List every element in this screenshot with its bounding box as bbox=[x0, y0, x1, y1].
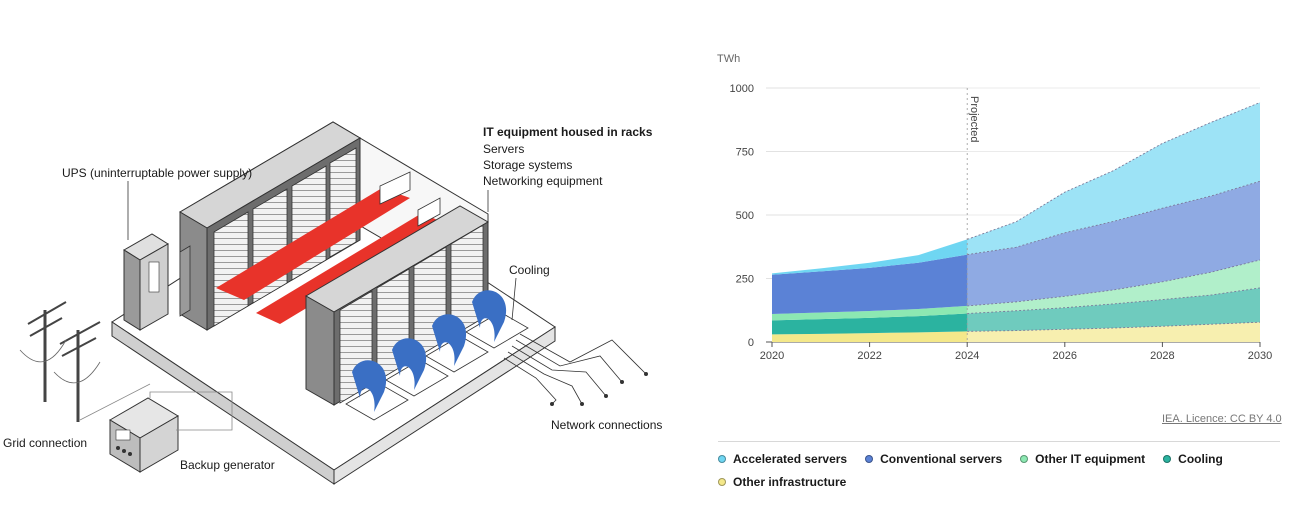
legend-item-other-infrastructure[interactable]: Other infrastructure bbox=[718, 475, 846, 489]
grid-connection-label: Grid connection bbox=[3, 436, 87, 450]
battery-cabinet bbox=[179, 245, 191, 317]
it-item-storage: Storage systems bbox=[483, 158, 572, 172]
y-tick-label: 1000 bbox=[730, 83, 754, 95]
y-tick-label: 0 bbox=[748, 337, 754, 349]
other-infrastructure-swatch bbox=[718, 478, 726, 486]
projected-label: Projected bbox=[968, 96, 980, 142]
data-centre-illustration: IT equipment housed in racks Servers Sto… bbox=[3, 121, 662, 485]
legend-label: Accelerated servers bbox=[733, 452, 848, 466]
y-tick-label: 750 bbox=[736, 147, 754, 159]
area-other-it-equipment bbox=[772, 259, 1260, 321]
legend-item-accelerated-servers[interactable]: Accelerated servers bbox=[718, 452, 847, 466]
projected-series-line bbox=[967, 321, 1261, 332]
legend-row: Accelerated servers Conventional servers… bbox=[718, 452, 1288, 466]
leader-lines bbox=[127, 181, 517, 321]
legend-label: Other IT equipment bbox=[1035, 452, 1146, 466]
legend-label: Conventional servers bbox=[880, 452, 1003, 466]
x-tick-label: 2024 bbox=[955, 350, 979, 362]
conventional-servers-swatch bbox=[865, 455, 874, 463]
x-tick-label: 2026 bbox=[1053, 350, 1077, 362]
y-axis-unit: TWh bbox=[717, 53, 740, 65]
legend-divider bbox=[718, 441, 1280, 442]
ups-label: UPS (uninterruptable power supply) bbox=[62, 166, 252, 180]
credit-link[interactable]: IEA. Licence: CC BY 4.0 bbox=[1162, 413, 1282, 425]
ups-unit bbox=[123, 233, 169, 331]
utility-poles bbox=[19, 301, 151, 422]
projected-series-line bbox=[967, 287, 1261, 315]
it-item-networking: Networking equipment bbox=[483, 174, 603, 188]
y-tick-labels: 0 250 500 750 1000 bbox=[730, 83, 754, 349]
x-tick-labels: 2020 2022 2024 2026 2028 2030 bbox=[760, 342, 1272, 362]
network-cables bbox=[503, 333, 648, 406]
backup-generator bbox=[109, 391, 233, 473]
x-tick-label: 2030 bbox=[1248, 350, 1272, 362]
x-tick-label: 2028 bbox=[1150, 350, 1174, 362]
network-connections-label: Network connections bbox=[551, 418, 662, 432]
legend-row: Other infrastructure bbox=[718, 475, 1288, 489]
legend-item-other-it-equipment[interactable]: Other IT equipment bbox=[1020, 452, 1145, 466]
projected-series-line bbox=[967, 259, 1261, 307]
legend-label: Cooling bbox=[1178, 452, 1223, 466]
other-it-equipment-swatch bbox=[1020, 455, 1029, 463]
it-item-servers: Servers bbox=[483, 142, 524, 156]
legend-label: Other infrastructure bbox=[733, 475, 847, 489]
cooling-ducts bbox=[352, 290, 507, 412]
projection-overlay bbox=[966, 82, 1261, 342]
legend-item-cooling[interactable]: Cooling bbox=[1163, 452, 1223, 466]
legend-item-conventional-servers[interactable]: Conventional servers bbox=[865, 452, 1002, 466]
backup-generator-label: Backup generator bbox=[180, 458, 275, 472]
y-tick-label: 500 bbox=[736, 210, 754, 222]
x-tick-label: 2020 bbox=[760, 350, 784, 362]
area-accelerated-servers bbox=[772, 102, 1260, 275]
it-equipment-title: IT equipment housed in racks bbox=[483, 125, 653, 139]
ceiling-vents bbox=[379, 171, 441, 227]
y-tick-label: 250 bbox=[736, 274, 754, 286]
cooling-swatch bbox=[1163, 455, 1172, 463]
projected-series-line bbox=[967, 180, 1261, 256]
hot-aisle bbox=[216, 188, 446, 324]
cooling-label: Cooling bbox=[509, 263, 550, 277]
area-other-infrastructure bbox=[772, 322, 1260, 342]
legend: Accelerated servers Conventional servers… bbox=[718, 452, 1288, 498]
projection-shade bbox=[967, 82, 1260, 342]
x-tick-label: 2022 bbox=[857, 350, 881, 362]
accelerated-servers-swatch bbox=[718, 455, 726, 463]
